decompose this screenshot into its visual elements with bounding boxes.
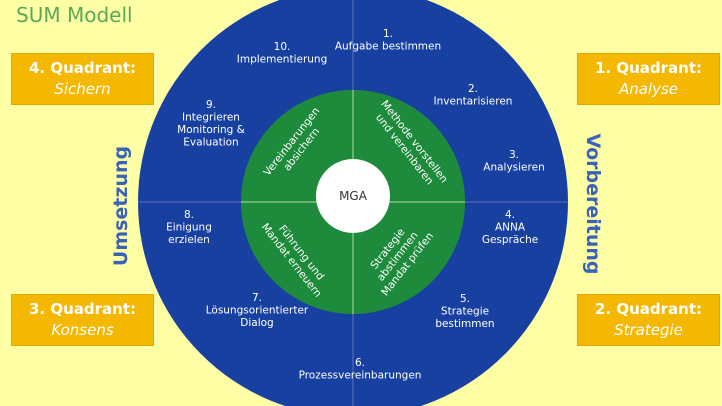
quadrant-1-subtitle: Analyse [618, 80, 679, 98]
quadrant-2-title: 2. Quadrant: [594, 300, 702, 318]
step-labels: 1.Aufgabe bestimmen 2.Inventarisieren 3.An… [166, 28, 545, 382]
quadrant-box-2: 2. Quadrant: Strategie [577, 294, 720, 346]
quadrant-box-1: 1. Quadrant: Analyse [577, 53, 720, 105]
side-label-right: Vorbereitung [582, 133, 604, 274]
step-10: 10.Implementierung [237, 41, 328, 66]
step-3: 3.Analysieren [483, 149, 544, 174]
quadrant-1-title: 1. Quadrant: [594, 59, 702, 77]
step-1: 1.Aufgabe bestimmen [335, 28, 441, 53]
quadrant-4-title: 4. Quadrant: [28, 59, 136, 77]
center-circle [316, 159, 390, 233]
quadrant-box-3: 3. Quadrant: Konsens [11, 294, 154, 346]
step-6: 6.Prozessvereinbarungen [299, 357, 422, 382]
quadrant-4-subtitle: Sichern [54, 80, 111, 98]
quadrant-box-4: 4. Quadrant: Sichern [11, 53, 154, 105]
center-label: MGA [339, 189, 368, 203]
quadrant-3-subtitle: Konsens [51, 321, 114, 339]
diagram-title: SUM Modell [16, 3, 133, 27]
side-label-left: Umsetzung [110, 146, 132, 266]
step-2: 2.Inventarisieren [434, 83, 513, 108]
quadrant-3-title: 3. Quadrant: [28, 300, 136, 318]
quadrant-2-subtitle: Strategie [614, 321, 683, 339]
